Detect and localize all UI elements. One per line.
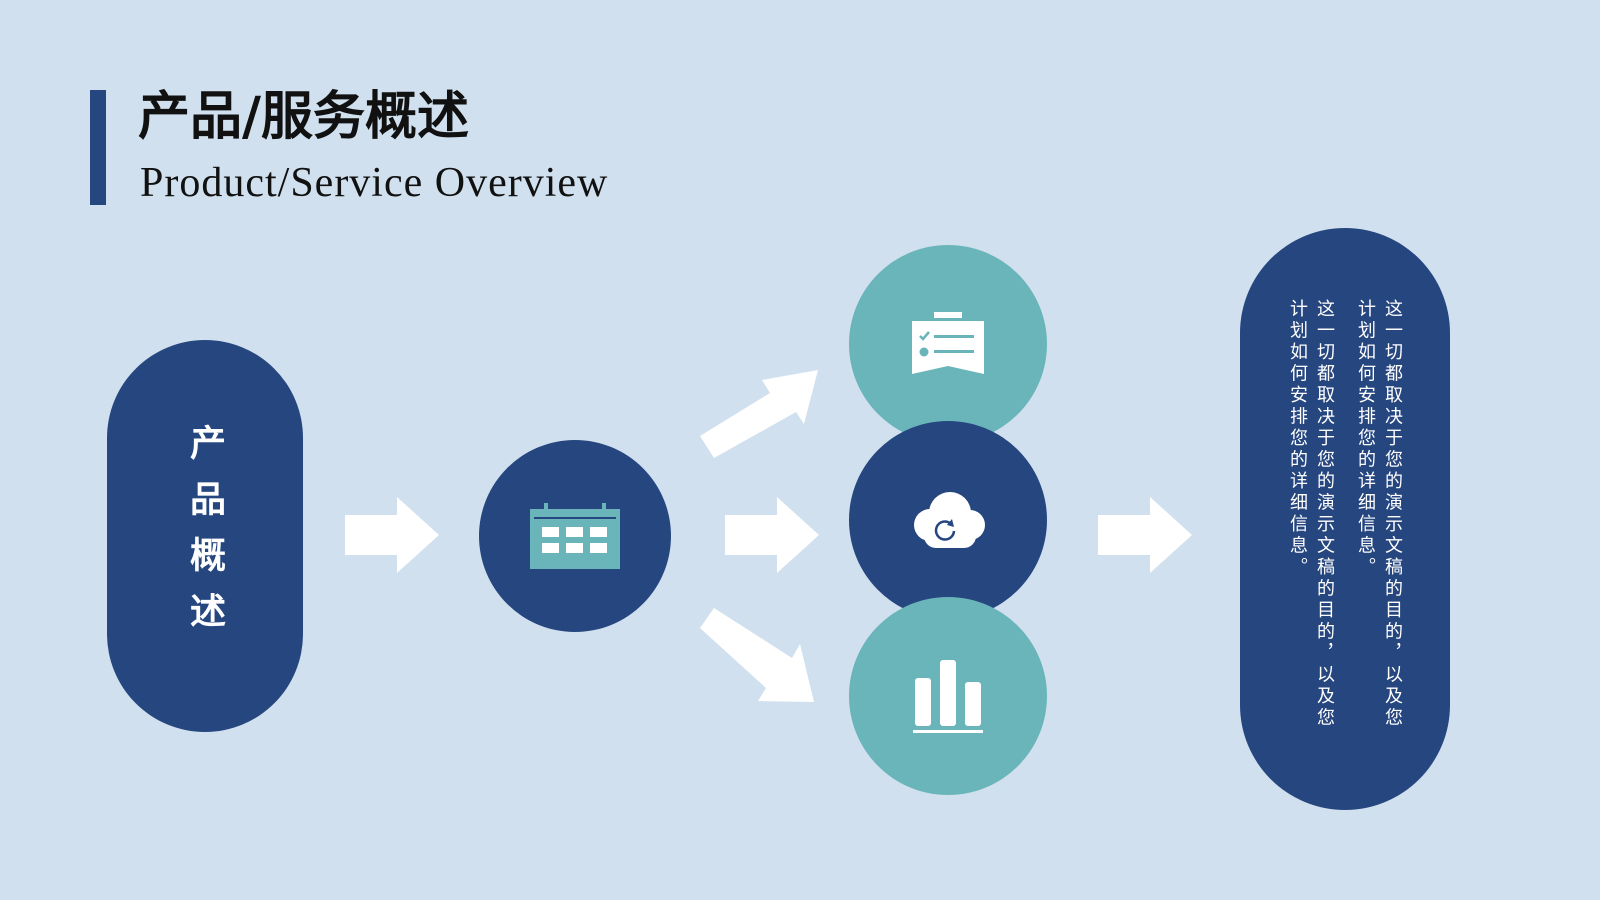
description-text: 这一切都取决于您的演示文稿的目的，以及您计划如何安排您的详细信息。 这一切都取决… <box>1284 299 1406 739</box>
description-paragraph: 这一切都取决于您的演示文稿的目的，以及您计划如何安排您的详细信息。 <box>1355 299 1403 729</box>
overview-pill: 产品概述 <box>107 340 303 732</box>
clipboard-node <box>849 245 1047 443</box>
cloud-sync-icon <box>908 491 988 549</box>
title-accent-bar <box>90 90 106 205</box>
chart-node <box>849 597 1047 795</box>
arrow-right-icon <box>345 497 439 573</box>
page-subtitle: Product/Service Overview <box>140 160 609 206</box>
arrow-down-right-icon <box>700 608 820 703</box>
description-paragraph: 这一切都取决于您的演示文稿的目的，以及您计划如何安排您的详细信息。 <box>1287 299 1335 729</box>
arrow-right-icon <box>1098 497 1192 573</box>
cloud-node <box>849 421 1047 619</box>
page-title: 产品/服务概述 <box>138 86 469 147</box>
overview-pill-label: 产品概述 <box>184 424 226 648</box>
arrow-right-icon <box>725 497 819 573</box>
clipboard-checklist-icon <box>912 312 984 376</box>
calendar-icon <box>530 503 620 569</box>
description-pill: 这一切都取决于您的演示文稿的目的，以及您计划如何安排您的详细信息。 这一切都取决… <box>1240 228 1450 810</box>
bar-chart-icon <box>913 658 983 734</box>
arrow-up-right-icon <box>700 368 820 458</box>
calendar-node <box>479 440 671 632</box>
